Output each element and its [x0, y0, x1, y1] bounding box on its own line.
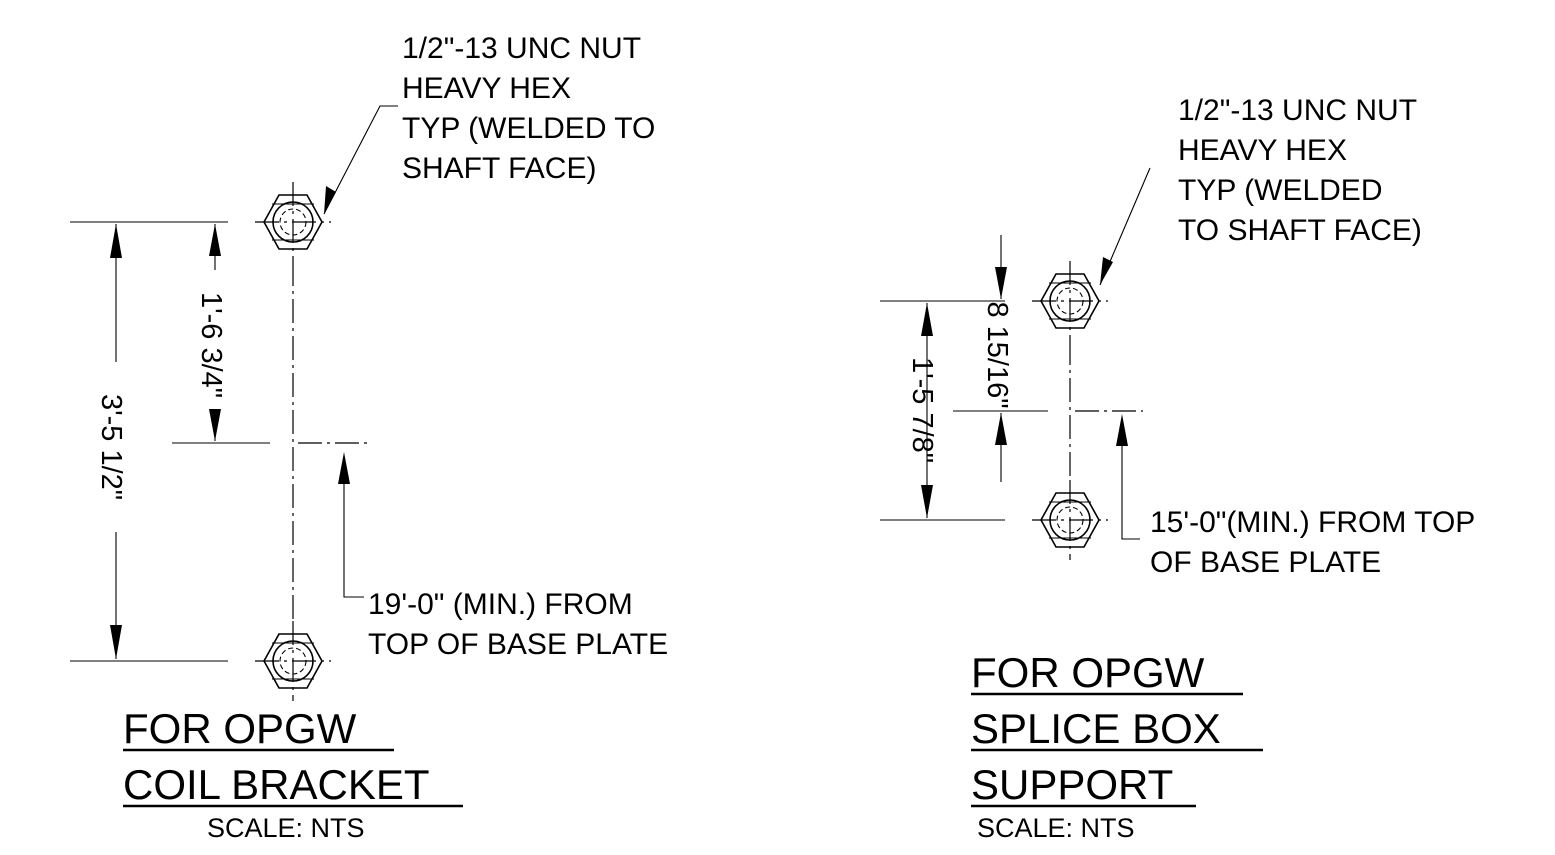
- arrowhead: [995, 267, 1007, 299]
- arrowhead: [209, 409, 221, 441]
- nut-callout-line-4: SHAFT FACE): [402, 152, 596, 185]
- arrowhead: [110, 625, 122, 659]
- arrowhead: [324, 186, 336, 214]
- nut-callout-line-1: 1/2"-13 UNC NUT: [1178, 94, 1417, 127]
- upper-nut-icon: [254, 181, 332, 263]
- upper-nut-icon: [1031, 260, 1109, 342]
- lower-nut-icon: [1031, 479, 1109, 561]
- lower-nut-icon: [254, 620, 332, 702]
- right-detail: 1'-5 7/8" 8 15/16" 1/2"-13 UNC NUT HEAVY…: [880, 94, 1475, 843]
- detail-title-line-2: SPLICE BOX: [971, 705, 1221, 752]
- arrowhead: [209, 224, 221, 256]
- height-callout-line-2: TOP OF BASE PLATE: [368, 628, 668, 661]
- scale-note: SCALE: NTS: [977, 813, 1135, 843]
- detail-title-line-3: SUPPORT: [971, 761, 1173, 808]
- detail-title-line-1: FOR OPGW: [971, 649, 1205, 696]
- arrowhead: [1116, 414, 1128, 446]
- arrowhead: [921, 485, 933, 518]
- nut-callout-line-3: TYP (WELDED: [1178, 174, 1382, 207]
- nut-callout-line-4: TO SHAFT FACE): [1178, 214, 1422, 247]
- arrowhead: [995, 413, 1007, 445]
- dim-overall-text: 3'-5 1/2": [95, 394, 127, 500]
- nut-callout-line-2: HEAVY HEX: [1178, 134, 1347, 167]
- nut-callout-line-3: TYP (WELDED TO: [402, 112, 655, 145]
- nut-callout-line-2: HEAVY HEX: [402, 72, 571, 105]
- dim-upper-text: 8 15/16": [981, 301, 1013, 408]
- height-leader: [1121, 420, 1140, 540]
- height-callout-line-2: OF BASE PLATE: [1150, 546, 1381, 579]
- detail-title-line-1: FOR OPGW: [123, 705, 357, 752]
- arrowhead: [1100, 257, 1113, 285]
- height-callout-line-1: 15'-0"(MIN.) FROM TOP: [1150, 506, 1475, 539]
- dim-upper-text: 1'-6 3/4": [195, 292, 227, 398]
- nut-callout-line-1: 1/2"-13 UNC NUT: [402, 32, 641, 65]
- scale-note: SCALE: NTS: [207, 813, 365, 843]
- dim-overall-text: 1'-5 7/8": [906, 357, 938, 463]
- arrowhead: [110, 224, 122, 258]
- detail-title-line-2: COIL BRACKET: [123, 761, 430, 808]
- height-leader: [343, 458, 364, 598]
- arrowhead: [921, 303, 933, 336]
- nut-leader: [323, 105, 398, 215]
- height-callout-line-1: 19'-0" (MIN.) FROM: [368, 588, 633, 621]
- left-detail: 3'-5 1/2" 1'-6 3/4" 1/2"-13 UNC NUT HEAV…: [70, 32, 668, 843]
- arrowhead: [338, 452, 350, 484]
